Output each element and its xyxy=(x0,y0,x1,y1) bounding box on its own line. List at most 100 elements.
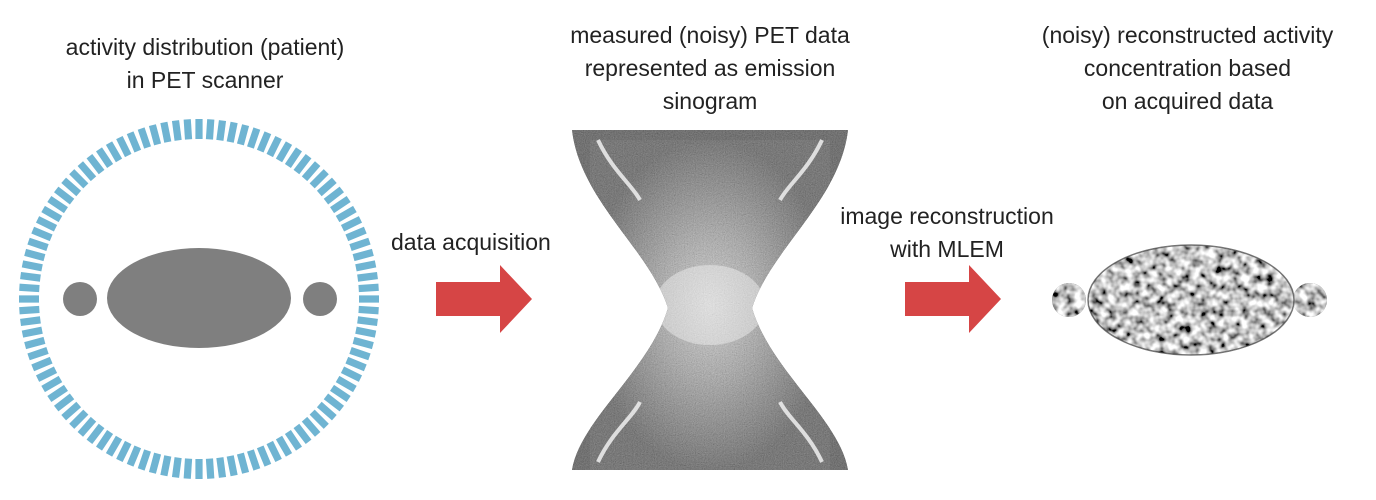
detector-element xyxy=(205,458,215,479)
reconstructed-image xyxy=(1052,245,1327,355)
reconstruction-caption: (noisy) reconstructed activity concentra… xyxy=(1000,19,1375,118)
detector-element xyxy=(47,196,68,214)
detector-element xyxy=(316,177,337,197)
detector-element xyxy=(160,121,172,143)
detector-element xyxy=(216,120,227,141)
detector-element xyxy=(105,435,123,457)
detector-ring-icon xyxy=(19,119,379,479)
detector-element xyxy=(345,356,367,372)
detector-element xyxy=(183,458,193,479)
detector-element xyxy=(357,316,378,327)
detector-element xyxy=(54,186,75,205)
sinogram-caption-line: represented as emission xyxy=(584,55,836,81)
detector-element xyxy=(31,356,53,372)
detector-element xyxy=(20,316,41,327)
reconstruction-label-line: with MLEM xyxy=(890,236,1004,262)
detector-element xyxy=(284,430,302,451)
detector-element xyxy=(19,283,40,293)
detector-element xyxy=(349,347,371,361)
detector-element xyxy=(330,384,351,402)
detector-element xyxy=(284,147,302,168)
reconstruction-label: image reconstruction with MLEM xyxy=(822,200,1072,266)
detector-element xyxy=(355,260,377,272)
emission-sinogram xyxy=(572,130,848,470)
detector-element xyxy=(256,131,272,153)
detector-element xyxy=(309,169,329,189)
detector-element xyxy=(35,216,58,232)
detector-element xyxy=(301,161,321,182)
detector-element xyxy=(340,366,363,382)
detector-element xyxy=(256,445,272,467)
detector-element xyxy=(137,449,151,471)
detector-element xyxy=(126,131,142,153)
sinogram-caption: measured (noisy) PET data represented as… xyxy=(520,19,900,118)
detector-element xyxy=(352,336,374,350)
detector-element xyxy=(330,196,351,214)
detector-element xyxy=(160,455,172,477)
detector-element xyxy=(69,169,89,189)
detector-element xyxy=(236,124,250,146)
detector-element xyxy=(31,226,53,242)
detector-element xyxy=(316,401,337,421)
right-arrow-icon xyxy=(436,265,532,333)
detector-element xyxy=(69,409,89,429)
detector-element xyxy=(247,449,261,471)
detector-element xyxy=(86,154,105,175)
detector-element xyxy=(19,305,40,315)
detector-element xyxy=(86,423,105,444)
detector-element xyxy=(266,135,282,158)
detector-element xyxy=(96,147,114,168)
reconstruction-label-line: image reconstruction xyxy=(840,203,1054,229)
detector-element xyxy=(358,305,379,315)
detector-element xyxy=(41,205,63,223)
detector-element xyxy=(27,237,49,251)
detector-element xyxy=(301,416,321,437)
detector-element xyxy=(105,141,123,163)
detector-element xyxy=(236,452,250,474)
detector-element xyxy=(137,127,151,149)
detector-element xyxy=(35,366,58,382)
detector-element xyxy=(216,457,227,478)
detector-element xyxy=(266,440,282,463)
detector-element xyxy=(275,435,293,457)
detector-element xyxy=(77,416,97,437)
detector-element xyxy=(21,260,43,272)
detector-element xyxy=(335,375,357,393)
sinogram-caption-line: measured (noisy) PET data xyxy=(570,22,850,48)
detector-element xyxy=(27,347,49,361)
detector-element xyxy=(47,384,68,402)
scanner-caption-line: activity distribution (patient) xyxy=(65,34,345,60)
detector-element xyxy=(21,326,43,338)
detector-element xyxy=(226,121,238,143)
detector-element xyxy=(61,401,82,421)
detector-element xyxy=(358,283,379,293)
detector-element xyxy=(335,205,357,223)
detector-element xyxy=(171,120,182,141)
detector-element xyxy=(275,141,293,163)
detector-element xyxy=(116,440,132,463)
detector-element xyxy=(24,248,46,262)
detector-element xyxy=(355,326,377,338)
detector-element xyxy=(183,119,193,140)
detector-element xyxy=(352,248,374,262)
detector-element xyxy=(171,457,182,478)
detector-element xyxy=(54,393,75,412)
detector-element xyxy=(293,423,312,444)
reconstruction-caption-line: on acquired data xyxy=(1101,88,1274,114)
detector-element xyxy=(24,336,46,350)
detector-element xyxy=(309,409,329,429)
detector-element xyxy=(349,237,371,251)
detector-element xyxy=(148,124,162,146)
detector-element xyxy=(226,455,238,477)
reconstruction-caption-line: (noisy) reconstructed activity xyxy=(1041,22,1334,48)
detector-element xyxy=(20,271,41,282)
right-arrow-icon xyxy=(905,265,1001,333)
sinogram-caption-line: sinogram xyxy=(662,88,758,114)
activity-phantom xyxy=(63,248,337,348)
detector-element xyxy=(61,177,82,197)
detector-element xyxy=(205,119,215,140)
detector-element xyxy=(323,186,344,205)
detector-element xyxy=(41,375,63,393)
detector-element xyxy=(148,452,162,474)
